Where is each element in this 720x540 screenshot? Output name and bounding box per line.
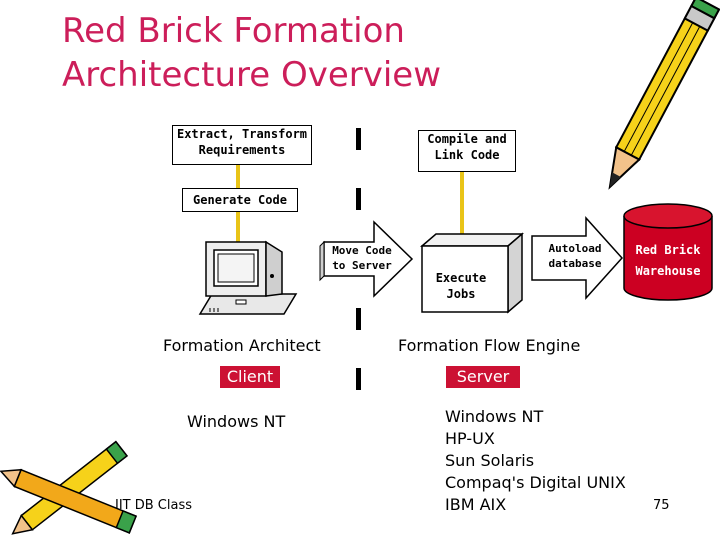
server-os-item: IBM AIX: [445, 495, 507, 514]
server-os-item: Sun Solaris: [445, 451, 535, 470]
generate-code-box: Generate Code: [182, 188, 298, 212]
divider-dash: [356, 188, 361, 210]
server-os-list: Windows NT HP-UX Sun Solaris Compaq's Di…: [445, 406, 626, 516]
server-badge: Server: [446, 366, 520, 388]
requirements-box: Extract, Transform Requirements: [172, 125, 312, 165]
pencil-icon: [608, 0, 720, 190]
page-number: 75: [653, 498, 670, 513]
warehouse-label: Red Brick Warehouse: [635, 243, 701, 278]
warehouse-cylinder-icon: [623, 203, 713, 301]
formation-flow-engine-label: Formation Flow Engine: [398, 336, 581, 355]
title-line-2: Architecture Overview: [62, 55, 442, 95]
formation-architect-label: Formation Architect: [163, 336, 321, 355]
autoload-label: Autoload database: [548, 242, 602, 270]
execute-jobs-label: Execute Jobs: [435, 271, 487, 302]
divider-dash: [356, 368, 361, 390]
computer-icon: [198, 240, 298, 315]
title-line-1: Red Brick Formation: [62, 11, 405, 51]
move-code-label: Move Code to Server: [332, 244, 392, 272]
course-footer: IIT DB Class: [115, 498, 193, 513]
server-os-item: HP-UX: [445, 429, 495, 448]
divider-dash: [356, 308, 361, 330]
client-os-label: Windows NT: [187, 412, 286, 431]
pencils-icon: [0, 440, 138, 535]
server-os-item: Windows NT: [445, 407, 544, 426]
execute-jobs-cube: [419, 232, 525, 314]
server-os-item: Compaq's Digital UNIX: [445, 473, 626, 492]
connector-compile: [460, 170, 464, 240]
divider-dash: [356, 128, 361, 150]
autoload-arrow-icon: [531, 216, 624, 300]
connector-requirements: [236, 160, 240, 188]
client-badge: Client: [220, 366, 280, 388]
connector-generate: [236, 210, 240, 252]
compile-link-box: Compile and Link Code: [418, 130, 516, 172]
move-code-arrow-icon: [319, 220, 414, 298]
